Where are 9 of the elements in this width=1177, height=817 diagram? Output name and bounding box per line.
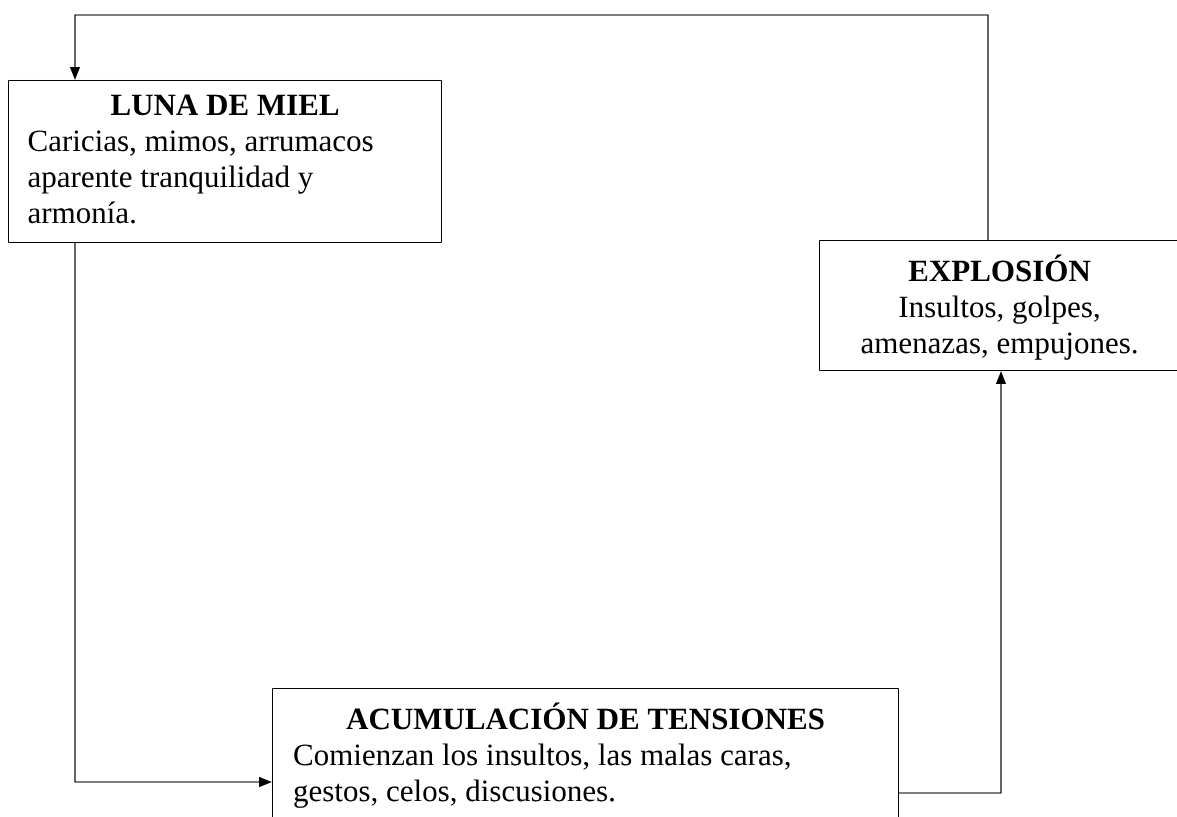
- process-box: [8, 80, 442, 243]
- node-description: Caricias, mimos, arrumacos aparente tranquilidad y armonía.: [28, 130, 373, 224]
- node-title: ACUMULACIÓN DE TENSIONES: [346, 702, 824, 730]
- process-box: [819, 240, 1177, 371]
- node-title: LUNA DE MIEL: [111, 94, 339, 116]
- node-description: Insultos, golpes, amenazas, empujones.: [861, 295, 1137, 360]
- node-description: Comienzan los insultos, las malas caras, gestos, celos, discusiones.: [294, 743, 790, 808]
- process-box: [272, 688, 899, 817]
- node-title: EXPLOSIÓN: [908, 254, 1091, 282]
